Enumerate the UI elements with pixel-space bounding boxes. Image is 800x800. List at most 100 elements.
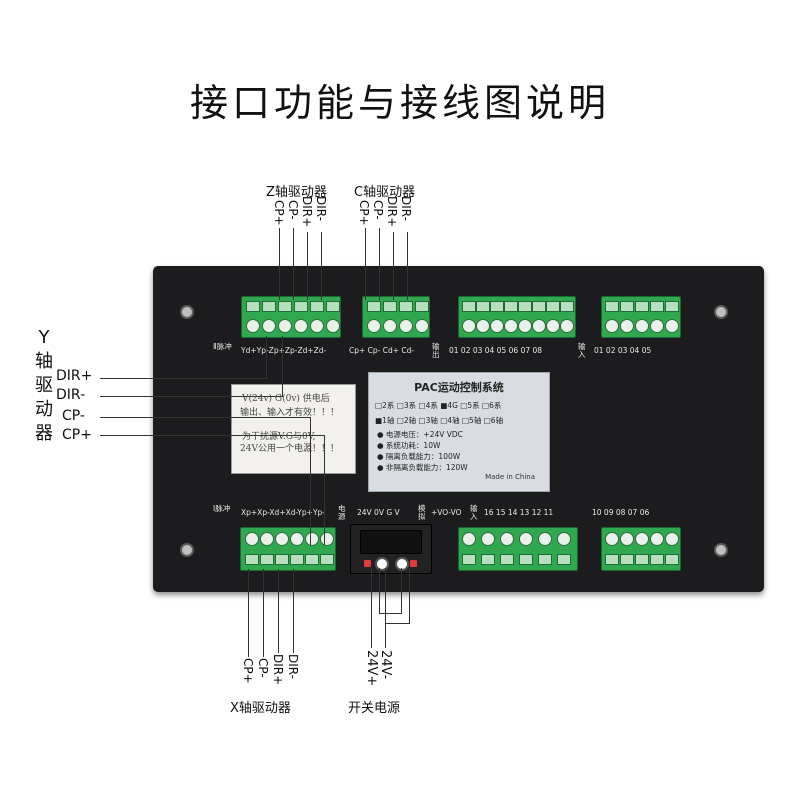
power-wire-minus [385, 623, 386, 648]
sticker-title: PAC运动控制系统 [414, 381, 504, 394]
terminal-block-inputs-bottom-2 [601, 527, 681, 571]
red-marker-icon [364, 560, 371, 567]
terminal-block-xy-pulse [240, 527, 336, 571]
c-wire-cp-minus [379, 228, 380, 300]
analog-label: 模拟 [418, 504, 426, 521]
screw-icon [714, 543, 728, 557]
screw-icon [714, 305, 728, 319]
sticker-spec: ● 电源电压：+24V VDC [377, 430, 463, 439]
screw-icon [180, 543, 194, 557]
z-driver-label: Z轴驱动器 [266, 185, 327, 200]
terminal-block-inputs-top [601, 296, 681, 338]
c-wire-dir-plus [393, 232, 394, 300]
x-wire-dir-plus [278, 569, 279, 653]
z-pin-dir-plus: DIR+ [300, 196, 314, 228]
c-pin-dir-plus: DIR+ [385, 196, 399, 228]
y-wire-cp-minus [100, 417, 310, 418]
sticker-spec: ● 非隔离负载能力：120W [377, 463, 468, 472]
y-pin-dir-plus: DIR+ [56, 368, 93, 384]
power-terminal [360, 530, 422, 554]
z-wire-dir-minus [321, 232, 322, 300]
power-pin-24v-plus: 24V+ [364, 650, 379, 687]
terminal-block-yz-pulse [241, 296, 341, 338]
note-line: 为干扰源V.G与0V, [242, 432, 316, 442]
y-pin-dir-minus: DIR- [56, 387, 86, 403]
input-numbers-bottom: 16 15 14 13 12 11 [484, 508, 554, 517]
input-numbers-bottom-2: 10 09 08 07 06 [592, 508, 650, 517]
top-pin-labels: Yd+Yp-Zp+Zp-Zd+Zd- [241, 346, 327, 355]
c-pin-labels: Cp+ Cp- Cd+ Cd- [349, 346, 415, 355]
output-numbers: 01 02 03 04 05 06 07 08 [449, 346, 543, 355]
sticker-spec: ● 系统功耗：10W [377, 441, 441, 450]
x-driver-label: X轴驱动器 [230, 701, 291, 716]
note-line: 输出、输入才有效！！！ [240, 408, 340, 418]
terminal-block-outputs [458, 296, 576, 338]
terminal-ring-icon [375, 557, 389, 571]
x-wire-cp-plus [248, 569, 249, 657]
power-wire-loop [385, 623, 409, 624]
c-wire-cp-plus [365, 228, 366, 300]
input-numbers-top: 01 02 03 04 05 [594, 346, 652, 355]
x-pin-cp-minus: CP- [256, 658, 270, 678]
input-label-top: 输入 [578, 342, 586, 359]
product-sticker: PAC运动控制系统 □2系 □3系 □4系 ■4G □5系 □6系 ■1轴 □2… [368, 372, 550, 492]
x-pin-cp-plus: CP+ [241, 658, 255, 684]
power-wire-loop [401, 568, 402, 614]
y-driver-char: 动 [35, 399, 53, 420]
y-wire-dir-minus [100, 396, 282, 397]
power-label: 电源 [338, 504, 346, 521]
output-label: 输出 [432, 342, 440, 359]
z-pin-dir-minus: DIR- [314, 196, 328, 221]
z-pin-cp-plus: CP+ [272, 200, 286, 226]
y-driver-char: Y [38, 327, 50, 348]
y-wire-dir-plus [266, 336, 267, 379]
x-wire-cp-minus [263, 569, 264, 657]
z-pin-cp-minus: CP- [286, 200, 300, 220]
terminal-block-c-pulse [362, 296, 430, 338]
warning-note: V(24v) G(0v) 供电后 输出、输入才有效！！！ 为干扰源V.G与0V,… [231, 384, 356, 474]
y-driver-label: Y 轴 驱 动 器 [33, 326, 55, 446]
x-pin-dir-minus: DIR- [286, 654, 300, 679]
c-pin-cp-minus: CP- [371, 200, 385, 220]
z-wire-cp-plus [279, 228, 280, 300]
y-wire-dir-plus [100, 378, 266, 379]
y-driver-char: 器 [35, 423, 53, 444]
z-wire-cp-minus [293, 228, 294, 300]
sticker-systems-row: □2系 □3系 □4系 ■4G □5系 □6系 [375, 401, 502, 410]
y-pin-cp-minus: CP- [62, 408, 85, 424]
power-wire-loop [379, 568, 380, 614]
power-supply-label: 开关电源 [348, 701, 401, 716]
x-pin-dir-plus: DIR+ [271, 654, 285, 686]
y-driver-char: 驱 [35, 375, 53, 396]
sticker-axes-row: ■1轴 □2轴 □3轴 □4轴 □5轴 □6轴 [375, 416, 504, 425]
y-pin-cp-plus: CP+ [62, 427, 92, 443]
terminal-block-inputs-bottom [458, 527, 578, 571]
c-wire-dir-minus [407, 232, 408, 300]
y-wire-cp-plus [324, 435, 325, 545]
power-wire-plus [371, 568, 372, 648]
y-wire-dir-minus [282, 336, 283, 397]
note-line: V(24v) G(0v) 供电后 [242, 394, 330, 404]
note-line: 24V公用一个电源！！！ [240, 444, 339, 454]
page-title: 接口功能与接线图说明 [189, 81, 610, 125]
terminal-ring-icon [395, 557, 409, 571]
input-label-bottom: 输入 [470, 504, 478, 521]
c-driver-label: C轴驱动器 [354, 185, 416, 200]
sticker-spec: ● 隔离负载能力：100W [377, 452, 461, 461]
red-marker-icon [410, 560, 417, 567]
y-wire-cp-plus [100, 435, 324, 436]
y-driver-char: 轴 [35, 351, 53, 372]
analog-pin-labels: +VO-VO [431, 508, 462, 517]
c-pin-cp-plus: CP+ [357, 200, 371, 226]
z-wire-dir-plus [307, 232, 308, 300]
pulse-1-label: Ⅰ脉冲 [213, 504, 231, 513]
made-in-china: Made in China [485, 473, 535, 481]
power-wire-loop [379, 613, 401, 614]
power-wire-loop [409, 568, 410, 624]
screw-icon [180, 305, 194, 319]
bottom-pin-labels: Xp+Xp-Xd+Xd-Yp+Yp- [241, 508, 325, 517]
y-wire-cp-minus [310, 417, 311, 545]
power-wire-loop [385, 568, 386, 624]
x-wire-dir-minus [293, 569, 294, 653]
power-pin-labels: 24V 0V G V [357, 508, 400, 517]
